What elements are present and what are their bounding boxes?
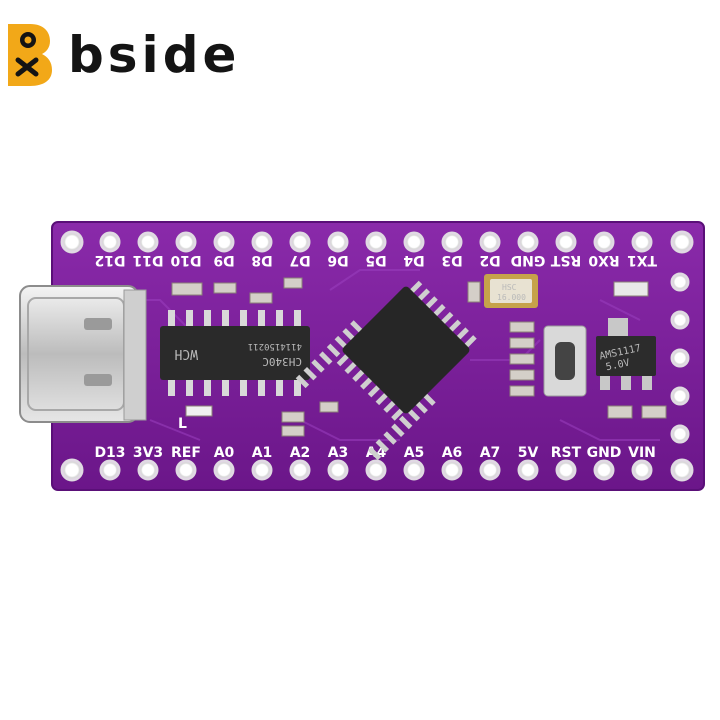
icsp-hole [670, 272, 690, 292]
bottom-pin-label: A7 [480, 445, 501, 461]
pin-hole [175, 459, 197, 481]
top-pin-label: D7 [289, 252, 310, 268]
top-pin-label: D10 [170, 252, 201, 268]
pin-hole [631, 459, 653, 481]
usb-c-connector [19, 285, 147, 423]
pin-hole [365, 459, 387, 481]
pin-hole [289, 459, 311, 481]
icsp-hole [670, 424, 690, 444]
pin-hole [517, 231, 539, 253]
pin-hole [441, 459, 463, 481]
bottom-pin-label: GND [587, 445, 622, 461]
top-pin-label: D3 [441, 252, 462, 268]
brand-logo: B bside [6, 20, 240, 90]
pin-hole [441, 231, 463, 253]
pin-hole [479, 459, 501, 481]
pin-hole [327, 459, 349, 481]
pin-hole [175, 231, 197, 253]
pin-hole [365, 231, 387, 253]
pin-hole [631, 231, 653, 253]
top-pin-label: D9 [213, 252, 234, 268]
pin-hole [99, 231, 121, 253]
svg-text:HSC: HSC [502, 283, 517, 292]
bottom-pin-label: VIN [628, 445, 656, 461]
reset-button [543, 325, 587, 397]
mounting-hole [670, 458, 694, 482]
pin-hole [555, 231, 577, 253]
bottom-pin-label: RST [551, 445, 582, 461]
top-pin-label: RST [550, 252, 581, 268]
top-pin-label: D5 [365, 252, 386, 268]
top-pin-label: GND [511, 252, 546, 268]
smd-components [171, 277, 667, 437]
svg-text:4114150211: 4114150211 [248, 341, 302, 351]
pin-hole [555, 459, 577, 481]
brand-name: bside [68, 26, 241, 84]
top-pin-label: D2 [479, 252, 500, 268]
bottom-pin-label: 5V [518, 445, 539, 461]
pin-hole [251, 231, 273, 253]
bottom-pin-label: 3V3 [133, 445, 163, 461]
icsp-hole [670, 386, 690, 406]
bottom-pin-label: A5 [404, 445, 425, 461]
top-pin-label: D11 [132, 252, 163, 268]
mounting-hole [60, 458, 84, 482]
pin-hole [213, 231, 235, 253]
bottom-pin-label: A0 [214, 445, 235, 461]
top-pin-label: D8 [251, 252, 272, 268]
mounting-hole [60, 230, 84, 254]
pin-hole [289, 231, 311, 253]
bottom-pin-label: A1 [252, 445, 273, 461]
pin-hole [251, 459, 273, 481]
usb-serial-chip: CH340C 4114150211 WCH [160, 310, 310, 396]
voltage-regulator: AMS1117 5.0V [596, 318, 656, 390]
bottom-pin-label: REF [171, 445, 201, 461]
svg-text:16.000: 16.000 [497, 293, 526, 302]
top-pin-label: D4 [403, 252, 425, 268]
bottom-pin-label: D13 [94, 445, 125, 461]
svg-text:5.0V: 5.0V [605, 358, 631, 374]
pin-hole [593, 459, 615, 481]
top-pin-label: D6 [327, 252, 348, 268]
pin-hole [593, 231, 615, 253]
pin-hole [403, 459, 425, 481]
pin-hole [517, 459, 539, 481]
top-pin-label: D12 [94, 252, 125, 268]
brand-letter-icon: B [8, 24, 52, 86]
mounting-hole [670, 230, 694, 254]
icsp-hole [670, 348, 690, 368]
pin-hole [99, 459, 121, 481]
pin-hole [137, 459, 159, 481]
pin-hole [403, 231, 425, 253]
pin-hole [137, 231, 159, 253]
bottom-pin-label: A2 [290, 445, 311, 461]
top-pin-label: RX0 [588, 252, 620, 268]
svg-text:CH340C: CH340C [262, 355, 302, 368]
bottom-pin-label: A6 [442, 445, 463, 461]
pin-hole [213, 459, 235, 481]
bottom-pin-label: A3 [328, 445, 349, 461]
microcontroller-chip [295, 280, 477, 461]
top-pin-label: TX1 [627, 252, 657, 268]
pin-hole [479, 231, 501, 253]
crystal-oscillator: HSC 16.000 [484, 274, 538, 308]
pin-hole [327, 231, 349, 253]
icsp-hole [670, 310, 690, 330]
led-label: L [178, 416, 187, 432]
svg-text:WCH: WCH [175, 346, 198, 361]
